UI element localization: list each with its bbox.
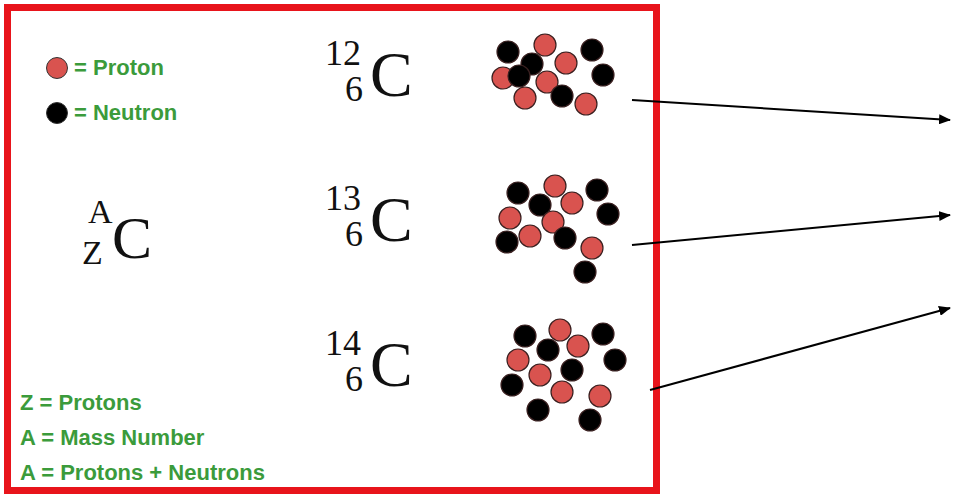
- legend-text: = Proton: [74, 57, 164, 79]
- element-symbol: C: [370, 43, 413, 107]
- atomic-number: 6: [345, 71, 363, 107]
- definition-note: Z = Protons: [20, 392, 142, 414]
- mass-number: 14: [325, 325, 361, 361]
- mass-number-symbol: A: [88, 195, 113, 229]
- atomic-number: 6: [345, 361, 363, 397]
- element-symbol: C: [112, 208, 152, 268]
- element-symbol: C: [370, 333, 413, 397]
- carbon-12-nucleus: [492, 34, 614, 115]
- carbon-14-nucleus: [501, 319, 626, 431]
- atomic-number: 6: [345, 216, 363, 252]
- carbon-13-nucleus: [496, 175, 619, 283]
- legend-text: = Neutron: [74, 102, 177, 124]
- mass-number: 12: [325, 35, 361, 71]
- atomic-number-symbol: Z: [82, 236, 103, 270]
- mass-number: 13: [325, 180, 361, 216]
- definition-note: A = Mass Number: [20, 427, 204, 449]
- definition-note: A = Protons + Neutrons: [20, 462, 265, 484]
- legend-swatch: [46, 102, 68, 124]
- legend-swatch: [46, 57, 68, 79]
- leader-arrows: [632, 100, 950, 390]
- element-symbol: C: [370, 188, 413, 252]
